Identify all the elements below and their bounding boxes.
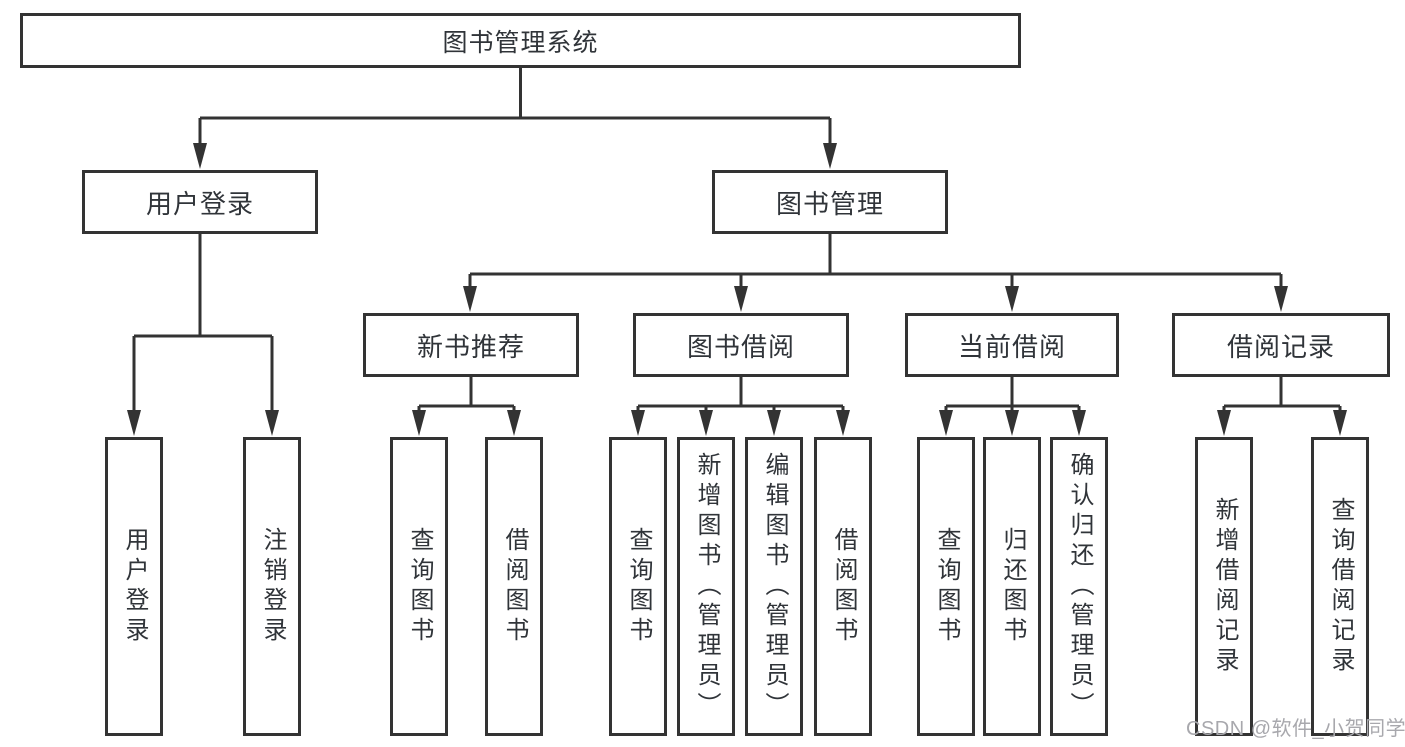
leaf-edit-book-admin: 编辑图书（管理员） (745, 437, 803, 736)
leaf-borrowing-borrow-book-label: 借阅图书 (830, 526, 857, 647)
node-user-login: 用户登录 (82, 170, 318, 234)
leaf-logout: 注销登录 (243, 437, 301, 736)
node-borrowing-records-label: 借阅记录 (1226, 331, 1335, 362)
connector-book-borrow-to-leaves (631, 377, 850, 436)
connector-new-book-to-leaves (412, 377, 521, 436)
node-root: 图书管理系统 (20, 13, 1021, 68)
leaf-current-query-book-label: 查询图书 (933, 526, 960, 647)
node-new-book-recommendation-label: 新书推荐 (416, 331, 525, 362)
leaf-newbook-borrow-book-label: 借阅图书 (501, 526, 528, 647)
leaf-confirm-return-admin-label: 确认归还（管理员） (1066, 451, 1093, 722)
leaf-query-borrow-record-label: 查询借阅记录 (1327, 496, 1354, 677)
leaf-logout-label: 注销登录 (259, 526, 286, 647)
leaf-newbook-query-book: 查询图书 (390, 437, 448, 736)
leaf-borrowing-query-book-label: 查询图书 (625, 526, 652, 647)
leaf-user-login-label: 用户登录 (121, 526, 148, 647)
leaf-return-book-label: 归还图书 (999, 526, 1026, 647)
node-user-login-label: 用户登录 (145, 188, 254, 219)
connector-root-to-level2 (193, 68, 837, 169)
node-new-book-recommendation: 新书推荐 (363, 313, 579, 377)
node-current-borrowing-label: 当前借阅 (957, 331, 1066, 362)
leaf-add-book-admin: 新增图书（管理员） (677, 437, 735, 736)
leaf-add-book-admin-label: 新增图书（管理员） (693, 451, 720, 722)
node-book-management: 图书管理 (712, 170, 948, 234)
leaf-query-borrow-record: 查询借阅记录 (1311, 437, 1369, 736)
connector-user-login-to-leaves (127, 234, 279, 436)
leaf-borrowing-query-book: 查询图书 (609, 437, 667, 736)
leaf-newbook-query-book-label: 查询图书 (406, 526, 433, 647)
leaf-newbook-borrow-book: 借阅图书 (485, 437, 543, 736)
node-book-management-label: 图书管理 (775, 188, 884, 219)
connector-borrow-record-to-leaves (1217, 377, 1347, 436)
node-book-borrowing-label: 图书借阅 (686, 331, 795, 362)
leaf-add-borrow-record: 新增借阅记录 (1195, 437, 1253, 736)
leaf-user-login: 用户登录 (105, 437, 163, 736)
node-book-borrowing: 图书借阅 (633, 313, 849, 377)
csdn-watermark: CSDN @软件_小贺同学 (1186, 718, 1405, 740)
node-root-label: 图书管理系统 (442, 28, 599, 57)
connector-book-management-to-level3 (463, 234, 1288, 312)
leaf-confirm-return-admin: 确认归还（管理员） (1050, 437, 1108, 736)
leaf-return-book: 归还图书 (983, 437, 1041, 736)
leaf-current-query-book: 查询图书 (917, 437, 975, 736)
leaf-add-borrow-record-label: 新增借阅记录 (1211, 496, 1238, 677)
connector-current-borrow-to-leaves (939, 377, 1086, 436)
node-current-borrowing: 当前借阅 (905, 313, 1119, 377)
leaf-borrowing-borrow-book: 借阅图书 (814, 437, 872, 736)
node-borrowing-records: 借阅记录 (1172, 313, 1390, 377)
leaf-edit-book-admin-label: 编辑图书（管理员） (761, 451, 788, 722)
